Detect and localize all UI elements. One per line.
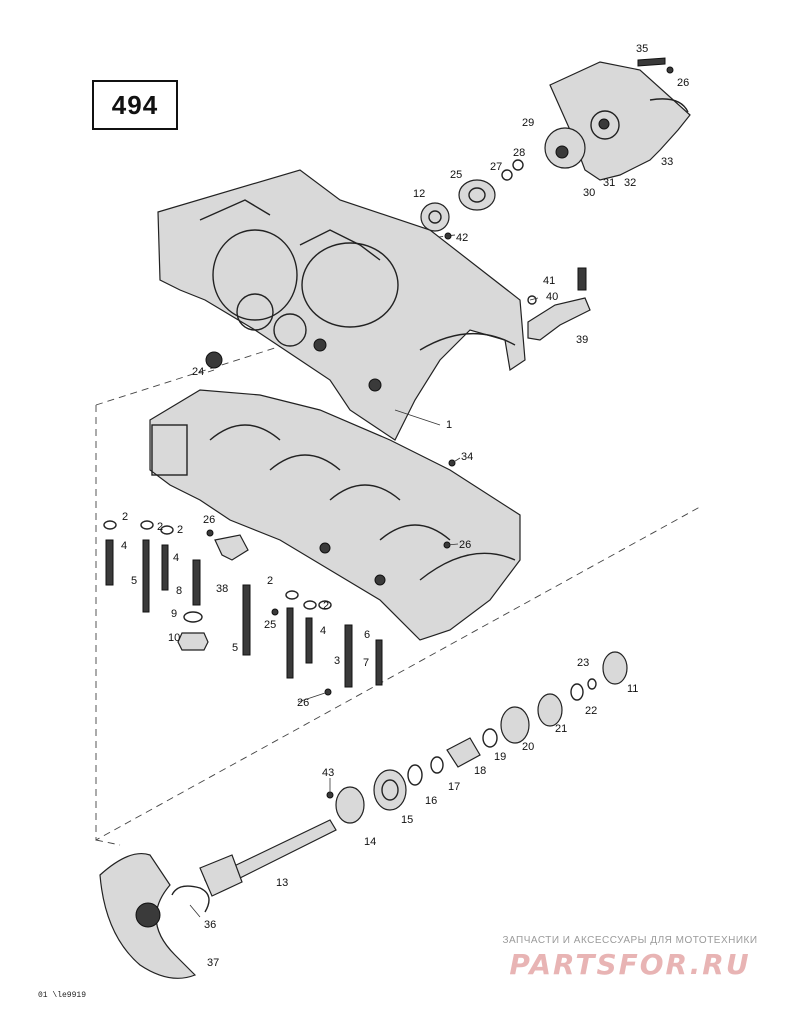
callout-33: 33 xyxy=(661,156,673,168)
callout-2-c: 2 xyxy=(177,524,183,536)
callout-2-b: 2 xyxy=(157,521,163,533)
callout-13: 13 xyxy=(276,877,288,889)
callout-39: 39 xyxy=(576,334,588,346)
fasteners xyxy=(103,459,456,696)
callout-26-mid: 26 xyxy=(459,539,471,551)
leader-lines xyxy=(189,234,539,918)
callout-31: 31 xyxy=(603,177,615,189)
watermark-tagline: ЗАПЧАСТИ И АКСЕССУАРЫ ДЛЯ МОТОТЕХНИКИ xyxy=(502,935,758,946)
callout-14: 14 xyxy=(364,836,376,848)
callout-2-a: 2 xyxy=(122,511,128,523)
lower-crankcase xyxy=(149,389,521,641)
callout-25: 25 xyxy=(450,169,462,181)
callout-22: 22 xyxy=(585,705,597,717)
callout-40: 40 xyxy=(546,291,558,303)
callout-34: 34 xyxy=(461,451,473,463)
callout-4-b: 4 xyxy=(173,552,179,564)
callout-26: 26 xyxy=(677,77,689,89)
bracket-assembly xyxy=(205,267,591,369)
callout-21: 21 xyxy=(555,723,567,735)
callout-1: 1 xyxy=(446,419,452,431)
callout-28: 28 xyxy=(513,147,525,159)
callout-41: 41 xyxy=(543,275,555,287)
callout-24: 24 xyxy=(192,366,204,378)
callout-7: 7 xyxy=(363,657,369,669)
upper-crankcase xyxy=(157,169,526,441)
callout-4-c: 4 xyxy=(320,625,326,637)
callout-labels: 35 26 29 28 27 25 12 42 30 31 32 33 41 4… xyxy=(121,43,689,969)
callout-35: 35 xyxy=(636,43,648,55)
retainer-and-cover xyxy=(99,853,210,979)
callout-19: 19 xyxy=(494,751,506,763)
callout-20: 20 xyxy=(522,741,534,753)
callout-10: 10 xyxy=(168,632,180,644)
reference-code: 01 \le9919 xyxy=(38,991,87,1000)
callout-26-low: 26 xyxy=(297,697,309,709)
callout-25-mid: 25 xyxy=(264,619,276,631)
callout-11: 11 xyxy=(627,683,638,695)
callout-42: 42 xyxy=(456,232,468,244)
callout-2-d: 2 xyxy=(267,575,273,587)
callout-8: 8 xyxy=(176,585,182,597)
callout-38: 38 xyxy=(216,583,228,595)
callout-3: 3 xyxy=(334,655,340,667)
callout-5-a: 5 xyxy=(131,575,137,587)
callout-12: 12 xyxy=(413,188,425,200)
callout-27: 27 xyxy=(490,161,502,173)
callout-9: 9 xyxy=(171,608,177,620)
callout-2-e: 2 xyxy=(323,600,329,612)
callout-32: 32 xyxy=(624,177,636,189)
callout-5-b: 5 xyxy=(232,642,238,654)
drive-shaft-assembly xyxy=(199,651,628,897)
callout-18: 18 xyxy=(474,765,486,777)
callout-6: 6 xyxy=(364,629,370,641)
watermark: ЗАПЧАСТИ И АКСЕССУАРЫ ДЛЯ МОТОТЕХНИКИ PA… xyxy=(470,935,790,981)
callout-17: 17 xyxy=(448,781,460,793)
callout-30: 30 xyxy=(583,187,595,199)
callout-23: 23 xyxy=(577,657,589,669)
callout-37: 37 xyxy=(207,957,219,969)
watermark-logo: PARTSFOR.RU xyxy=(509,948,751,981)
page-number: 494 xyxy=(111,89,159,120)
callout-29: 29 xyxy=(522,117,534,129)
page-number-box: 494 xyxy=(92,80,178,130)
callout-16: 16 xyxy=(425,795,437,807)
callout-26-left: 26 xyxy=(203,514,215,526)
callout-43: 43 xyxy=(322,767,334,779)
callout-36: 36 xyxy=(204,919,216,931)
callout-4-a: 4 xyxy=(121,540,127,552)
callout-15: 15 xyxy=(401,814,413,826)
impeller-assembly xyxy=(420,57,674,240)
